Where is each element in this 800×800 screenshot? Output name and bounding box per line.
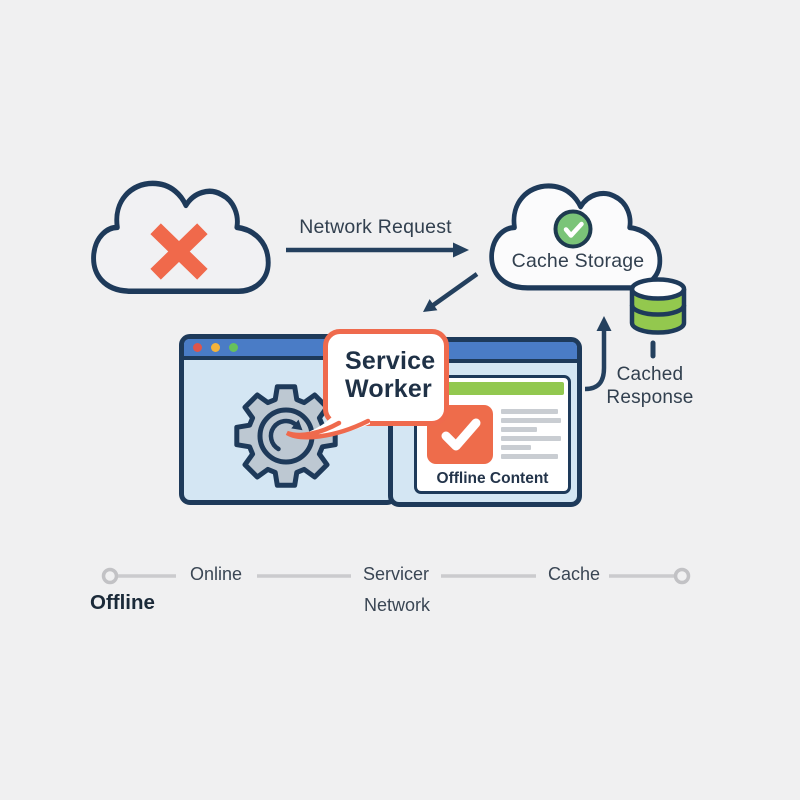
arrow-right-icon	[286, 242, 469, 258]
cached-response-line2: Response	[606, 387, 694, 408]
text-placeholder-line	[501, 454, 558, 459]
window-dot-red	[193, 343, 202, 352]
window-dot-yellow	[211, 343, 220, 352]
database-icon	[629, 277, 687, 335]
service-worker-bubble: Service Worker	[323, 329, 449, 426]
timeline-stop-online: Online	[189, 564, 243, 584]
offline-cloud-icon	[91, 180, 271, 294]
service-worker-label-line1: Service	[345, 347, 436, 375]
check-square-icon	[427, 405, 493, 464]
window-dot-green	[229, 343, 238, 352]
arrow-up-icon	[584, 316, 612, 392]
page-header-bar	[421, 382, 564, 395]
timeline-start-node	[101, 567, 119, 585]
timeline-offline-label: Offline	[90, 591, 155, 614]
text-placeholder-line	[501, 427, 537, 432]
cached-response-label: Cached Response	[595, 363, 705, 409]
timeline	[101, 567, 691, 585]
arrow-down-left-icon	[423, 272, 479, 312]
cache-storage-label: Cache Storage	[511, 250, 645, 272]
text-placeholder-line	[501, 418, 561, 423]
timeline-end-node	[673, 567, 691, 585]
timeline-stop-servicer: Servicer	[362, 564, 429, 584]
network-request-label: Network Request	[299, 216, 452, 238]
service-worker-label-line2: Worker	[345, 375, 432, 403]
offline-content-label: Offline Content	[436, 470, 549, 487]
check-circle-icon	[553, 209, 593, 249]
text-placeholder-line	[501, 409, 558, 414]
text-placeholder-line	[501, 445, 531, 450]
text-placeholder-line	[501, 436, 561, 441]
timeline-network-label: Network	[363, 595, 430, 615]
timeline-stop-cache: Cache	[547, 564, 601, 584]
x-icon	[150, 223, 208, 280]
cached-response-line1: Cached	[616, 364, 684, 385]
